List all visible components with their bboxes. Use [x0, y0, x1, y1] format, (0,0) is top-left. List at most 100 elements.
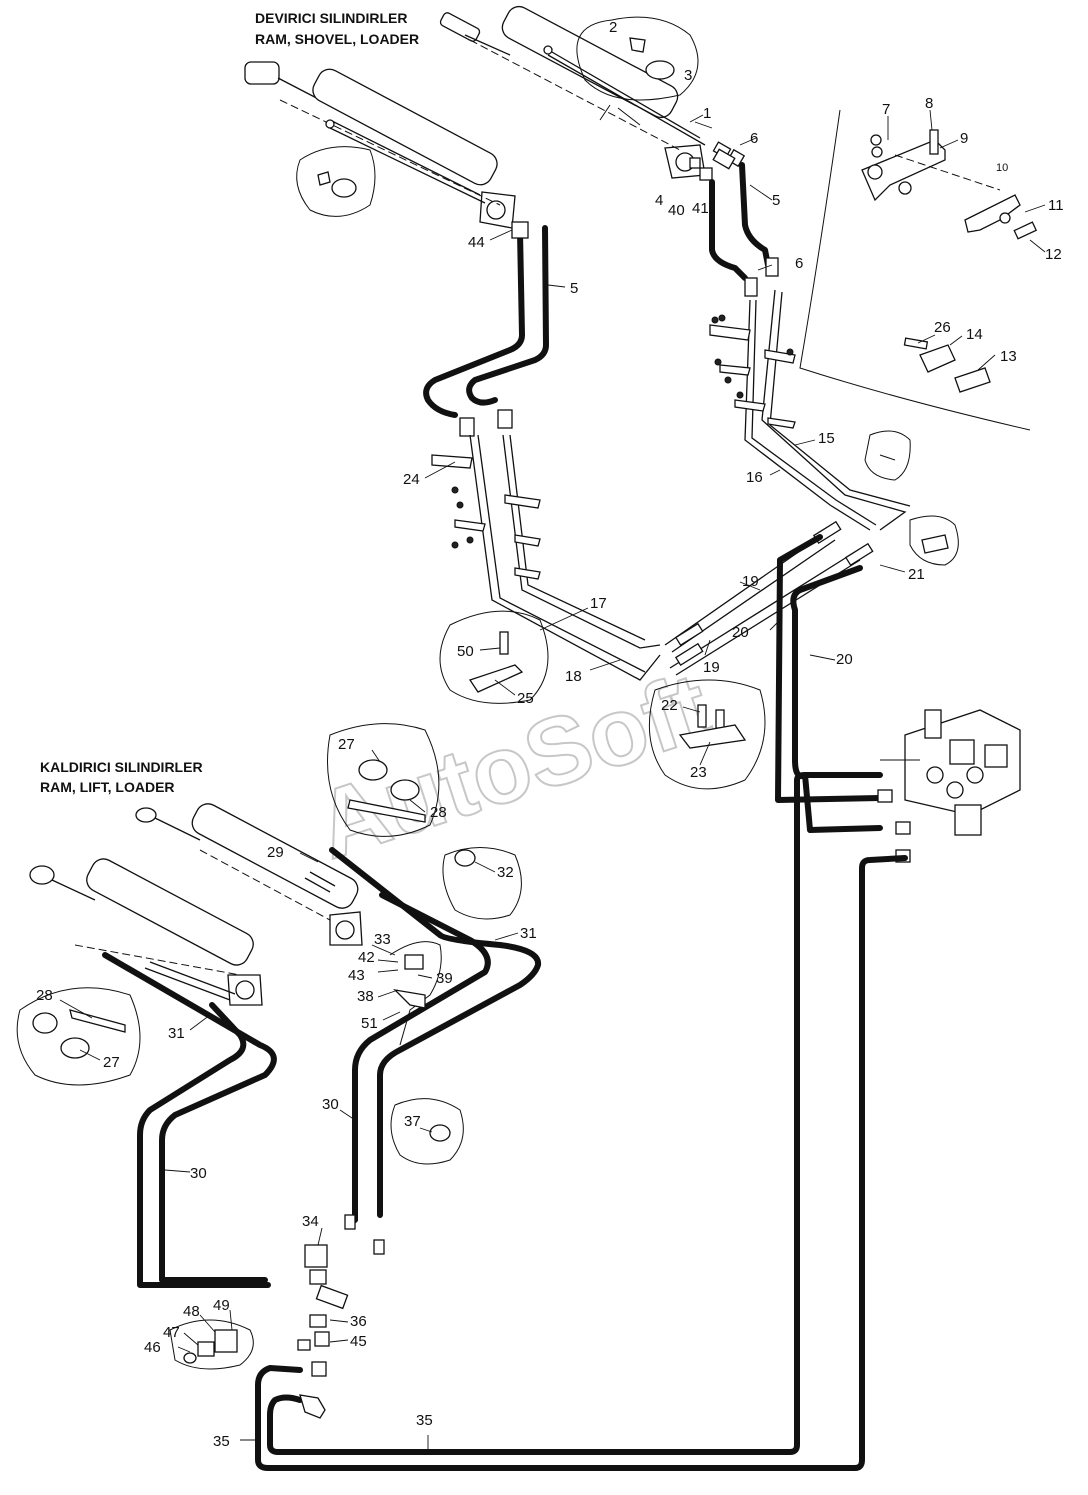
detail-bubble-32 — [442, 847, 522, 920]
callout-32: 32 — [497, 864, 514, 881]
tube-17 — [502, 434, 661, 649]
clamp-group-right — [709, 314, 796, 429]
tee-manifold — [297, 1214, 385, 1377]
callout-6-right: 6 — [795, 255, 803, 272]
callout-14: 14 — [966, 326, 983, 343]
callout-45: 45 — [350, 1333, 367, 1350]
hose-31-upper — [329, 847, 542, 1218]
callout-49: 49 — [213, 1297, 230, 1314]
control-valve-bank — [877, 709, 1021, 863]
callout-3: 3 — [684, 67, 692, 84]
tube-16 — [744, 299, 871, 531]
callout-31-top: 31 — [520, 925, 537, 942]
detail-bubble-22-23 — [648, 679, 766, 790]
lift-cylinder-upper — [135, 803, 363, 946]
callout-5-left: 5 — [570, 280, 578, 297]
callout-16: 16 — [746, 469, 763, 486]
callout-19-top: 19 — [742, 573, 759, 590]
callout-36: 36 — [350, 1313, 367, 1330]
fitting-6b — [765, 257, 779, 277]
hose-5-right-a — [739, 162, 771, 268]
callout-40: 40 — [668, 202, 685, 219]
lift-title-line1: KALDIRICI SILINDIRLER — [40, 759, 203, 775]
callout-26: 26 — [934, 319, 951, 336]
callout-50: 50 — [457, 643, 474, 660]
callout-4: 4 — [655, 192, 663, 209]
shovel-cylinder-right — [439, 5, 706, 179]
callout-13: 13 — [1000, 348, 1017, 365]
detail-bubble-37 — [390, 1098, 464, 1165]
shovel-cylinders-title: DEVIRICI SILINDIRLER RAM, SHOVEL, LOADER — [255, 10, 419, 47]
callout-46: 46 — [144, 1339, 161, 1356]
tube-15 — [761, 289, 907, 531]
callout-2: 2 — [609, 19, 617, 36]
leader-lines — [59, 109, 1046, 1452]
hose-5-right-b — [709, 179, 748, 281]
callout-41: 41 — [692, 200, 709, 217]
callout-51: 51 — [361, 1015, 378, 1032]
callout-33: 33 — [374, 931, 391, 948]
callout-39: 39 — [436, 970, 453, 987]
detail-bubble-46-49 — [169, 1319, 254, 1370]
callout-18: 18 — [565, 668, 582, 685]
detail-bubble-2-3 — [576, 16, 699, 126]
callout-43: 43 — [348, 967, 365, 984]
callout-29: 29 — [267, 844, 284, 861]
callout-38: 38 — [357, 988, 374, 1005]
callout-30-mid: 30 — [322, 1096, 339, 1113]
hose-35-outer — [255, 855, 908, 1471]
callout-labels: 1 2 3 4 5 5 6 6 7 8 9 10 11 12 13 14 15 … — [36, 19, 1064, 1450]
callout-28-bottom: 28 — [36, 987, 53, 1004]
detail-bubble-27-28-bottom — [16, 987, 141, 1086]
callout-42: 42 — [358, 949, 375, 966]
lift-cylinders-title: KALDIRICI SILINDIRLER RAM, LIFT, LOADER — [40, 759, 203, 795]
hose-5-left-b — [466, 225, 549, 406]
callout-23: 23 — [690, 764, 707, 781]
detail-bubble-clips-left — [296, 146, 376, 217]
callout-9: 9 — [960, 130, 968, 147]
bracket-detail — [861, 129, 1038, 393]
callout-19-bottom: 19 — [703, 659, 720, 676]
callout-11: 11 — [1048, 197, 1064, 214]
callout-30-bottom: 30 — [190, 1165, 207, 1182]
callout-21: 21 — [908, 566, 925, 583]
callout-27-top: 27 — [338, 736, 355, 753]
callout-10: 10 — [996, 162, 1008, 174]
callout-24: 24 — [403, 471, 420, 488]
hose-20b — [790, 565, 883, 833]
tube-29 — [304, 871, 336, 893]
callout-5-top: 5 — [772, 192, 780, 209]
callout-27-bottom: 27 — [103, 1054, 120, 1071]
hose-30-upper — [352, 892, 491, 1223]
callout-8: 8 — [925, 95, 933, 112]
shovel-title-line2: RAM, SHOVEL, LOADER — [255, 31, 419, 47]
detail-bubble-33-43 — [389, 941, 442, 1046]
callout-37: 37 — [404, 1113, 421, 1130]
callout-1: 1 — [703, 105, 711, 122]
shovel-title-line1: DEVIRICI SILINDIRLER — [255, 10, 407, 26]
detail-bubble-21 — [909, 515, 959, 566]
callout-6-top: 6 — [750, 130, 758, 147]
callout-31-bottom: 31 — [168, 1025, 185, 1042]
callout-12: 12 — [1045, 246, 1062, 263]
callout-47: 47 — [163, 1324, 180, 1341]
callout-15: 15 — [818, 430, 835, 447]
lift-title-line2: RAM, LIFT, LOADER — [40, 779, 175, 795]
pipe-1 — [544, 47, 706, 146]
callout-35-right: 35 — [416, 1412, 433, 1429]
callout-20-right: 20 — [836, 651, 853, 668]
hose-31-lower — [137, 1002, 271, 1288]
callout-17: 17 — [590, 595, 607, 612]
detail-bubble-27-28-top — [327, 723, 440, 837]
hose-20a — [775, 534, 883, 803]
fitting-44 — [511, 221, 529, 239]
callout-7: 7 — [882, 101, 890, 118]
callout-44: 44 — [468, 234, 485, 251]
callout-22: 22 — [661, 697, 678, 714]
hose-35-inner — [267, 772, 883, 1455]
callout-25: 25 — [517, 690, 534, 707]
detail-bubble-25-50 — [439, 610, 549, 704]
hose-30-lower — [102, 952, 277, 1283]
callout-48: 48 — [183, 1303, 200, 1320]
